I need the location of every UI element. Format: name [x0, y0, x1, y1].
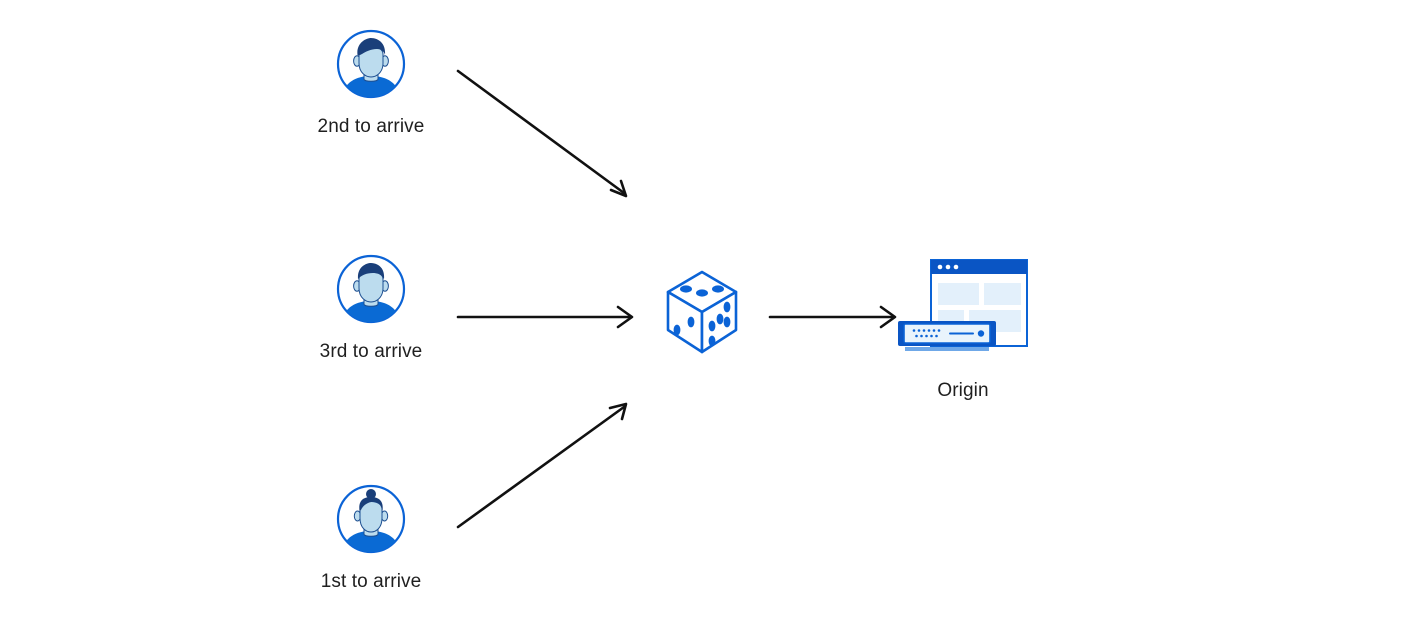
- node-label-client-1st: 1st to arrive: [320, 571, 422, 592]
- edge-3rd-to-dice: [456, 305, 634, 329]
- router-device-icon: [898, 321, 996, 351]
- node-origin: Origin: [893, 255, 1033, 403]
- node-label-client-2nd: 2nd to arrive: [317, 116, 425, 137]
- node-client-2nd: 2nd to arrive: [311, 28, 431, 139]
- dice-left-pips: [673, 316, 695, 336]
- user-avatar-icon: [335, 253, 407, 330]
- dice-top-pips: [680, 285, 724, 297]
- edge-1st-to-dice: [456, 402, 628, 529]
- node-client-1st: 1st to arrive: [311, 483, 431, 594]
- dice-right-pips: [708, 301, 731, 347]
- node-client-3rd: 3rd to arrive: [311, 253, 431, 364]
- edge-dice-to-origin: [768, 305, 897, 329]
- node-randomizer: [660, 266, 744, 365]
- dice-icon: [660, 266, 744, 365]
- user-avatar-icon: [335, 483, 407, 560]
- node-label-client-3rd: 3rd to arrive: [319, 341, 423, 362]
- edge-2nd-to-dice: [456, 69, 628, 198]
- origin-server-icon: [893, 255, 1033, 365]
- node-label-origin: Origin: [937, 380, 989, 401]
- user-avatar-icon: [335, 28, 407, 105]
